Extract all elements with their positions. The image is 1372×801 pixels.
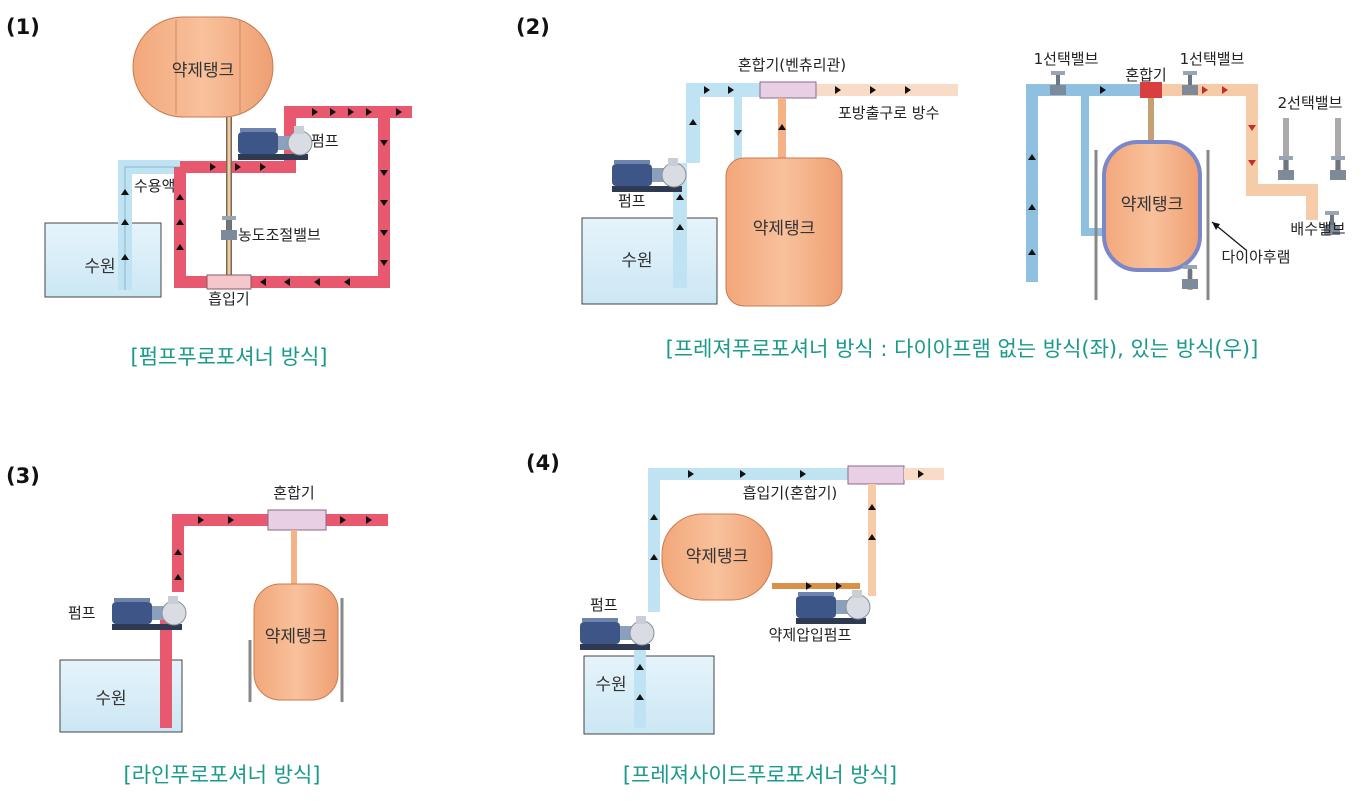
panel-1: (1) 약제탱크 수원	[6, 15, 412, 369]
panel-3-mixer-label: 혼합기	[273, 484, 314, 502]
panel-3-source-label: 수원	[95, 689, 126, 709]
panel-3-mixer	[267, 509, 327, 531]
panel-2-pump-label: 펌프	[618, 192, 646, 210]
panel-2-drain-valve-label: 배수밸브	[1290, 220, 1345, 238]
panel-2-number: (2)	[516, 15, 550, 39]
panel-1-inductor-label: 흡입기	[208, 290, 249, 308]
panel-4-tank	[661, 513, 773, 601]
panel-3-number: (3)	[6, 464, 40, 488]
panel-1-number: (1)	[6, 15, 40, 39]
panel-1-intake-label: 수용액	[134, 177, 175, 195]
panel-2-valve1-right-label: 1선택밸브	[1180, 50, 1245, 68]
panel-2-valve1-left-icon	[1050, 71, 1066, 95]
panel-2-tank-left	[725, 157, 843, 307]
panel-4-riser-pipe	[648, 468, 850, 612]
panel-3-tank-label: 약제탱크	[265, 627, 328, 647]
panel-2-caption: [프레져푸로포셔너 방식 : 다이아프램 없는 방식(좌), 있는 방식(우)]	[666, 337, 1259, 361]
panel-2-right-foam-pipe	[1160, 84, 1318, 220]
panel-2-tank-left-label: 약제탱크	[753, 219, 816, 239]
panel-2-source-label: 수원	[621, 251, 652, 271]
panel-1-inductor	[206, 274, 252, 290]
panel-2-diaphragm-label: 다이아후램	[1221, 248, 1290, 266]
panel-2-mixer-label: 혼합기	[1125, 66, 1166, 84]
panel-3-caption: [라인푸로포셔너 방식]	[124, 763, 321, 787]
panel-4-pump-label: 펌프	[590, 596, 618, 614]
panel-1-water-source	[44, 222, 162, 298]
panel-2-valve1-left-label: 1선택밸브	[1034, 50, 1099, 68]
panel-4: (4) 수원 흡입기(혼합기) 약제탱크 펌프 약제압입펌프 [프레져사이드푸로…	[526, 451, 944, 787]
panel-4-inductor-label: 흡입기(혼합기)	[743, 484, 838, 502]
panel-1-source-label: 수원	[84, 257, 115, 277]
panel-4-injection-pump-icon	[795, 589, 871, 625]
panel-2-valve2-b-icon	[1330, 156, 1346, 180]
panel-2-valve2-a-icon	[1278, 156, 1294, 180]
panel-4-caption: [프레져사이드푸로포셔너 방식]	[623, 763, 897, 787]
panel-4-injection-pump-label: 약제압입펌프	[769, 626, 852, 644]
panel-2-water-source	[581, 217, 718, 305]
panel-2-outlet-label: 포방출구로 방수	[838, 104, 939, 122]
panel-1-pump-label: 펌프	[311, 132, 339, 150]
panel-2-pump-icon	[611, 157, 687, 193]
panel-2-bottom-valve-icon	[1182, 265, 1198, 289]
panel-2-tank-right	[1102, 140, 1202, 272]
panel-2-venturi-label: 혼합기(벤츄리관)	[738, 56, 846, 74]
panel-1-conc-valve-icon	[221, 216, 237, 240]
panel-3-tank	[253, 583, 339, 701]
panel-4-pump-icon	[579, 615, 655, 651]
panel-2-tank-right-label: 약제탱크	[1121, 195, 1184, 215]
panel-1-conc-valve-label: 농도조절밸브	[238, 226, 321, 244]
panel-1-caption: [펌프푸로포셔너 방식]	[131, 345, 328, 369]
panel-2-valve1-right-icon	[1182, 71, 1198, 95]
panel-3-pump-icon	[111, 595, 187, 631]
panel-4-inductor	[847, 465, 905, 485]
panel-3-pump-label: 펌프	[68, 604, 96, 622]
panel-1-tank-shape	[132, 16, 274, 118]
panel-4-source-label: 수원	[595, 675, 626, 695]
panel-3: (3) 수원 혼합기 펌프 약제탱크 [라인푸로포셔너 방식]	[6, 464, 388, 787]
panel-4-tank-label: 약제탱크	[686, 547, 749, 567]
panel-4-water-source	[583, 655, 715, 735]
panel-2-right-mixer	[1140, 82, 1162, 98]
panel-1-pump-icon	[237, 125, 313, 161]
panel-2-valve2-label: 2선택밸브	[1278, 94, 1343, 112]
panel-2: (2) 수원 혼합기(벤츄리관) 포방출구로 방수 펌프 약제탱크	[516, 15, 1346, 361]
panel-4-number: (4)	[526, 451, 560, 475]
panel-2-venturi	[759, 81, 817, 99]
panel-1-flow-arrows	[121, 108, 402, 286]
panel-1-tank-label: 약제탱크	[172, 61, 235, 81]
panel-2-riser-pipe	[686, 83, 760, 163]
panel-3-foam-pipe	[172, 514, 388, 592]
